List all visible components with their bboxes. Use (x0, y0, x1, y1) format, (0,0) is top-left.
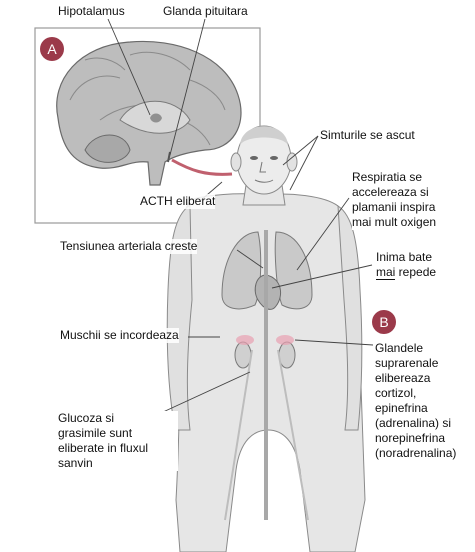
label-heart: Inima bate mai repede (376, 250, 472, 280)
adrenal-gland-right-icon (276, 335, 294, 345)
label-glucose: Glucoza si grasimile sunt eliberate in f… (58, 411, 178, 471)
badge-a: A (40, 37, 64, 61)
label-adrenal: Glandele suprarenale elibereaza cortizol… (375, 341, 475, 461)
badge-b: B (372, 310, 396, 334)
adrenal-gland-left-icon (236, 335, 254, 345)
label-blood-pressure: Tensiunea arteriala creste (60, 239, 198, 254)
acth-arrow-icon (171, 158, 233, 176)
label-breathing: Respiratia se accelereaza si plamanii in… (352, 170, 472, 230)
label-acth: ACTH eliberat (140, 194, 216, 209)
label-hypothalamus: Hipotalamus (58, 4, 125, 19)
label-muscles: Muschii se incordeaza (60, 328, 179, 343)
leader-lines (107, 18, 374, 419)
label-senses: Simturile se ascut (320, 128, 415, 143)
label-pituitary: Glanda pituitara (163, 4, 248, 19)
lungs-icon (221, 231, 313, 310)
kidneys-icon (234, 335, 296, 369)
